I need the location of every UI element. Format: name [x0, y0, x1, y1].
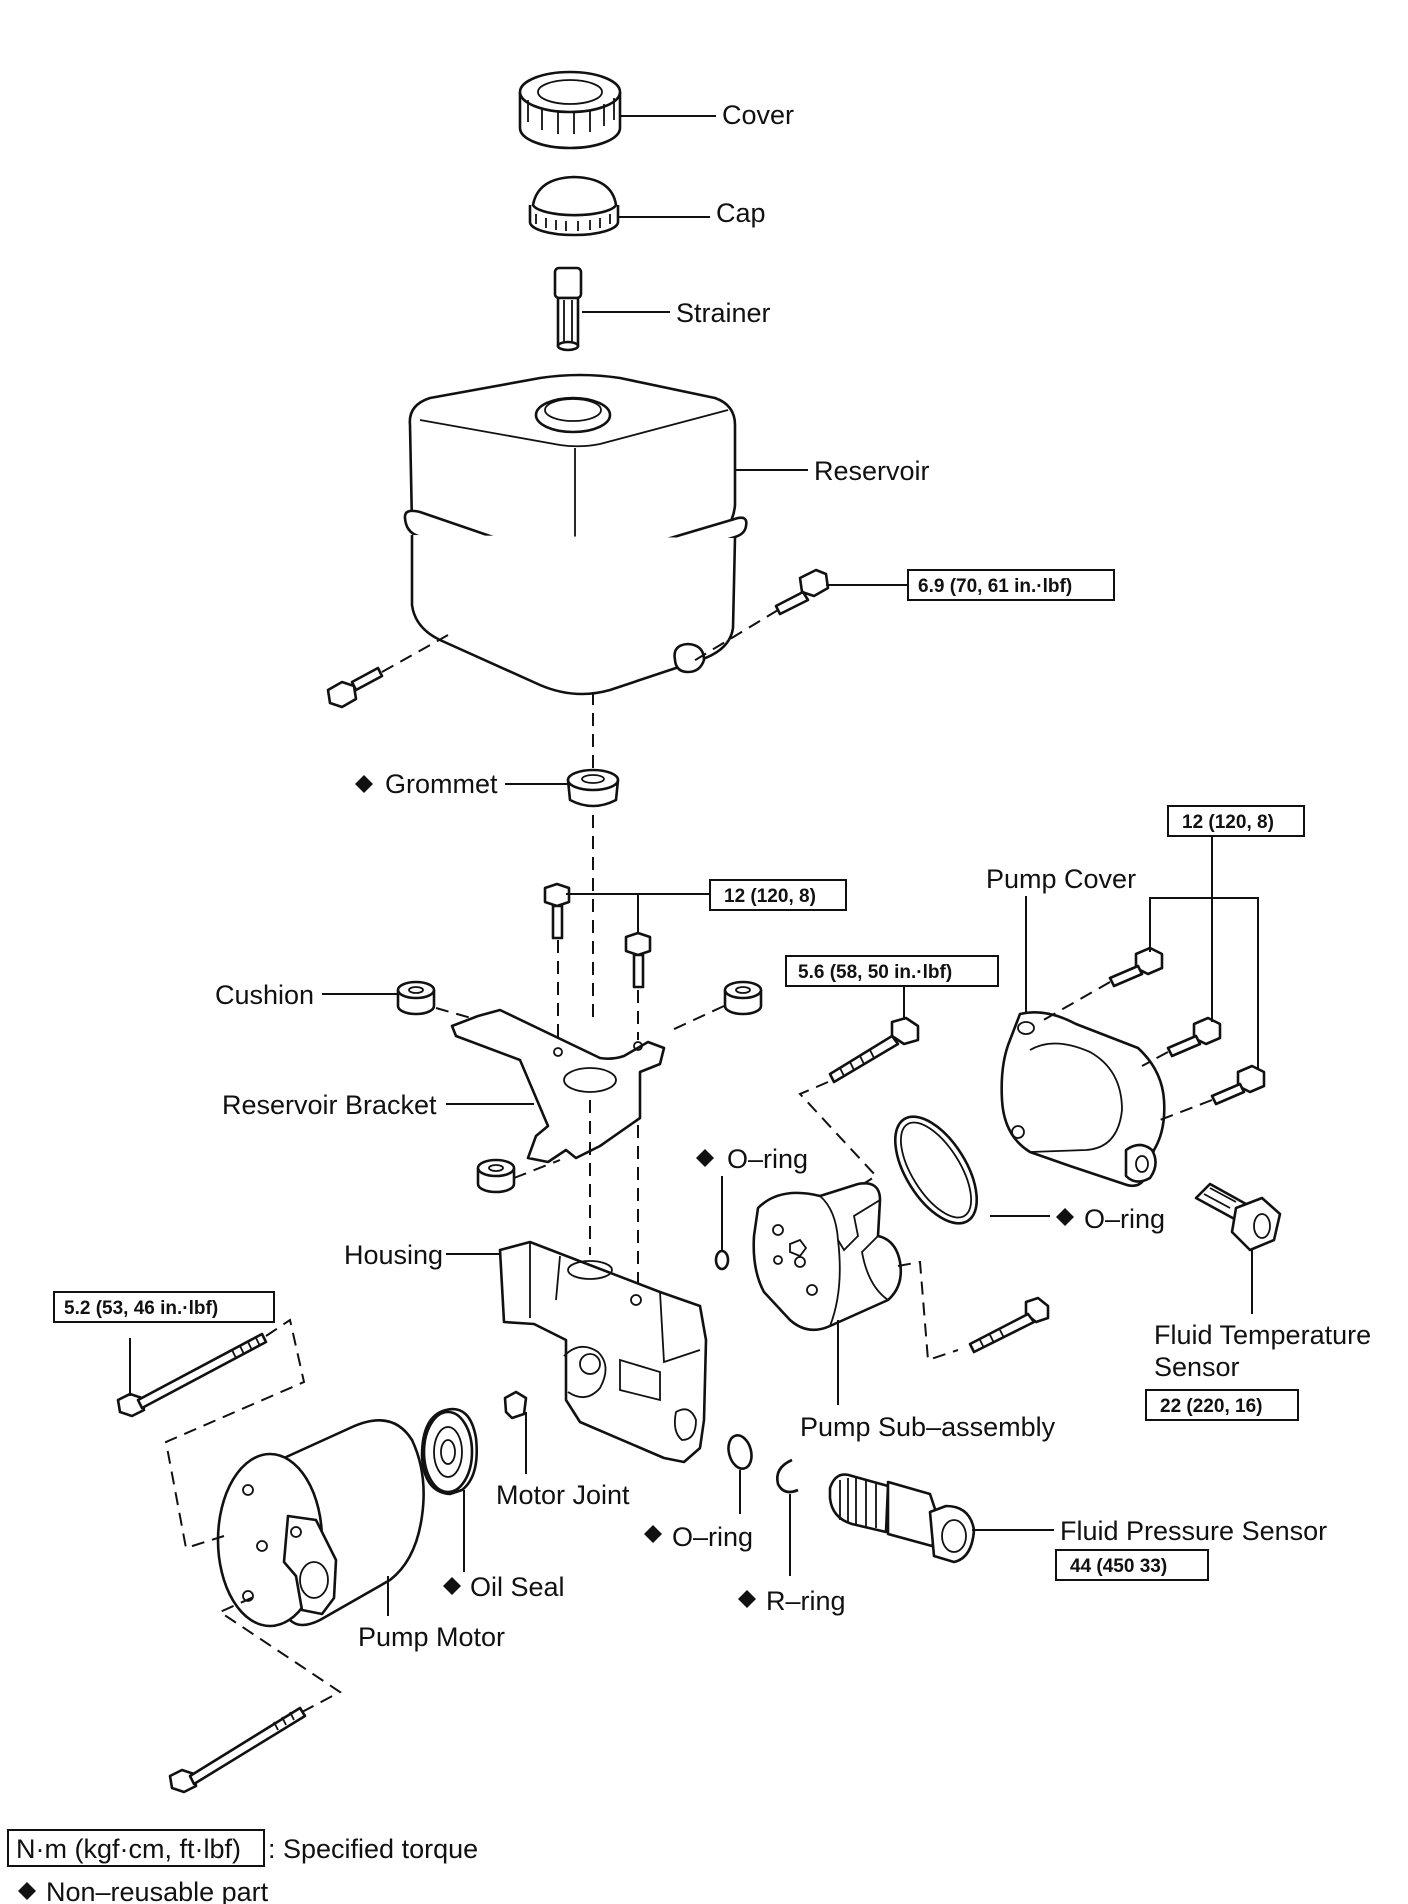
pump-cover-label: Pump Cover [986, 864, 1136, 894]
torque-box-fluid-pressure-sensor [1055, 1549, 1209, 1581]
torque-motor-bolt: 5.2 (53, 46 in.·lbf) [64, 1298, 218, 1319]
r-ring-part [776, 1458, 799, 1494]
grommet-part [566, 768, 620, 808]
pump-sub-assembly-part [752, 1182, 903, 1332]
diamond-icon [696, 1149, 714, 1167]
reservoir-bracket-label: Reservoir Bracket [222, 1090, 437, 1120]
pump-motor-part [216, 1419, 425, 1628]
housing-label: Housing [344, 1240, 443, 1270]
diamond-icon [18, 1882, 36, 1900]
bracket-bolt-left [543, 882, 571, 940]
legend-torque-desc: : Specified torque [268, 1834, 478, 1864]
torque-pump-cover-bolts: 12 (120, 8) [1182, 812, 1274, 833]
cover-label: Cover [722, 100, 794, 130]
reservoir-bracket-part [450, 1008, 666, 1164]
oil-seal-label: Oil Seal [470, 1572, 565, 1602]
strainer-part [553, 266, 583, 352]
cap-part [528, 175, 620, 237]
o-ring-housing-label: O–ring [672, 1522, 753, 1552]
motor-bolt-lower [168, 1706, 307, 1794]
motor-joint-label: Motor Joint [496, 1480, 630, 1510]
cover-part [518, 70, 622, 150]
pump-motor-label: Pump Motor [358, 1622, 505, 1652]
cushion-label: Cushion [215, 980, 314, 1010]
diamond-icon [1056, 1208, 1074, 1226]
fluid-temperature-sensor-label-2: Sensor [1154, 1352, 1240, 1382]
pump-sub-assembly-label: Pump Sub–assembly [800, 1412, 1056, 1442]
motor-bolt-upper [116, 1332, 268, 1418]
torque-box-pump-bolt [785, 955, 999, 987]
pump-cover-bolt-2 [1166, 1016, 1222, 1058]
torque-reservoir-bolt: 6.9 (70, 61 in.·lbf) [918, 576, 1072, 597]
torque-box-fluid-temperature-sensor [1145, 1389, 1299, 1421]
legend: N·m (kgf·cm, ft·lbf) : Specified torque … [7, 1829, 478, 1904]
housing-part [498, 1240, 708, 1464]
fluid-pressure-sensor-label: Fluid Pressure Sensor [1060, 1516, 1327, 1546]
pump-bolt-lower [968, 1296, 1050, 1354]
torque-box-reservoir-bolt [907, 569, 1115, 601]
fluid-temperature-sensor-label-1: Fluid Temperature [1154, 1320, 1371, 1350]
reservoir-bolt-left [326, 666, 384, 709]
bracket-bolt-right [624, 931, 652, 989]
motor-joint-part [503, 1390, 528, 1420]
legend-torque-unit: N·m (kgf·cm, ft·lbf) [16, 1834, 241, 1864]
torque-fluid-temperature-sensor: 22 (220, 16) [1160, 1396, 1262, 1417]
diamond-icon [355, 775, 373, 793]
pump-cover-bolt-3 [1210, 1064, 1266, 1106]
diamond-icon [644, 1525, 662, 1543]
o-ring-cover-label: O–ring [1084, 1204, 1165, 1234]
torque-box-pump-cover-bolts [1167, 805, 1305, 837]
pump-cover-part [1000, 1011, 1166, 1188]
reservoir-label: Reservoir [814, 456, 930, 486]
grommet-label: Grommet [385, 769, 498, 799]
reservoir-part [403, 373, 748, 696]
o-ring-pump-label: O–ring [727, 1144, 808, 1174]
cushion-part [396, 980, 763, 1194]
diamond-icon [738, 1590, 756, 1608]
pump-cover-bolt-1 [1108, 946, 1164, 988]
legend-non-reusable: Non–reusable part [46, 1877, 269, 1904]
torque-box-motor-bolt [53, 1291, 275, 1323]
diamond-icon [443, 1577, 461, 1595]
legend-torque-box [7, 1829, 265, 1867]
torque-fluid-pressure-sensor: 44 (450 33) [1070, 1556, 1167, 1577]
torque-bracket-bolts: 12 (120, 8) [724, 886, 816, 907]
r-ring-label: R–ring [766, 1586, 846, 1616]
fluid-pressure-sensor-part [828, 1473, 976, 1564]
cap-label: Cap [716, 198, 766, 228]
o-ring-cover-part [893, 1115, 979, 1225]
torque-box-bracket-bolts [709, 879, 847, 911]
pump-bolt [828, 1016, 920, 1084]
oil-seal-part [420, 1407, 478, 1496]
strainer-label: Strainer [676, 298, 771, 328]
reservoir-bolt-right [774, 568, 830, 616]
torque-pump-bolt: 5.6 (58, 50 in.·lbf) [798, 962, 952, 983]
o-ring-pump-part [714, 1249, 730, 1271]
o-ring-housing-part [727, 1434, 753, 1470]
fluid-temperature-sensor-part [1194, 1182, 1282, 1252]
